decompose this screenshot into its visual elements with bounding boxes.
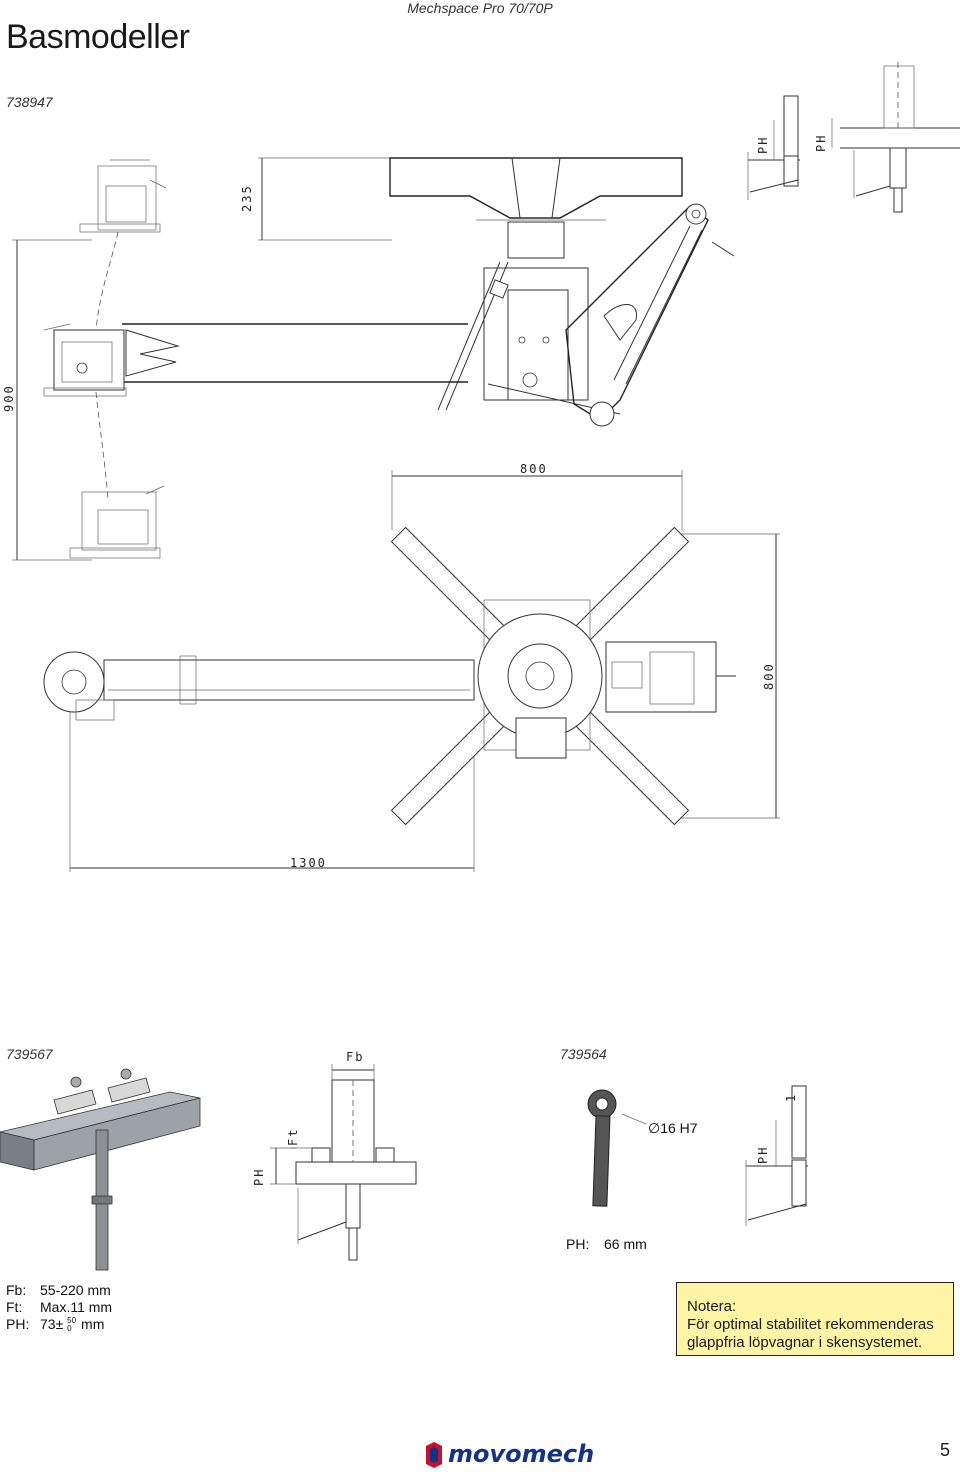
- dim-900-label: 900: [2, 384, 16, 412]
- beam-section: [270, 1064, 417, 1261]
- spec-ph-key: PH:: [6, 1316, 30, 1332]
- spec-ph-tol-upper: 50: [67, 1316, 77, 1326]
- spec-ph-unit: mm: [81, 1316, 105, 1332]
- spec-ph: PH: 73± 50 0 mm: [6, 1316, 104, 1333]
- gas-spring-arm: [565, 203, 735, 427]
- eyebolt-ph-key: PH:: [566, 1236, 590, 1252]
- eyebolt-ph-value: 66 mm: [604, 1236, 647, 1252]
- note-line-1: För optimal stabilitet rekommenderas: [687, 1316, 934, 1333]
- detail-ph-beam: [831, 62, 960, 213]
- spec-ft: Ft: Max.11 mm: [6, 1299, 112, 1315]
- document-subtitle: Mechspace Pro 70/70P: [407, 0, 553, 16]
- product-code-top: 738947: [6, 94, 53, 110]
- note-box: Notera: För optimal stabilitet rekommend…: [676, 1282, 954, 1356]
- dim-ph-label-d: PH: [756, 1145, 770, 1164]
- dim-ph-label-c: PH: [252, 1167, 266, 1186]
- spec-ph-tol-lower: 0: [67, 1324, 72, 1334]
- product-code-bottom-left: 739567: [6, 1046, 53, 1062]
- dim-ft-label: Ft: [286, 1127, 300, 1146]
- page-title: Basmodeller: [6, 18, 190, 56]
- dim-1300-label: 1300: [290, 856, 327, 870]
- dim-ph-one: 1: [784, 1092, 798, 1102]
- spec-fb-value: 55-220 mm: [40, 1282, 111, 1298]
- page-number: 5: [939, 1440, 950, 1460]
- dimension-235: [258, 157, 392, 241]
- spec-fb: Fb: 55-220 mm: [6, 1282, 111, 1298]
- rod: [437, 261, 509, 411]
- spec-ph-tolerance: 50 0: [67, 1317, 77, 1333]
- dim-800-top-label: 800: [520, 462, 548, 476]
- spec-ph-value: 73±: [40, 1316, 64, 1332]
- spec-ft-value: Max.11 mm: [40, 1299, 113, 1315]
- dim-fb-label: Fb: [346, 1050, 365, 1064]
- spec-ft-key: Ft:: [6, 1299, 23, 1315]
- product-code-bottom-right: 739564: [560, 1046, 607, 1062]
- eyebolt: [587, 1089, 647, 1207]
- company-logo: movomech: [424, 1440, 594, 1470]
- dim-ph-label-a: PH: [756, 135, 770, 154]
- dimension-900: [12, 239, 92, 561]
- upper-arm: [389, 157, 683, 259]
- central-column: [483, 267, 621, 415]
- dim-800-side-label: 800: [762, 662, 776, 690]
- dim-235-label: 235: [240, 184, 254, 212]
- rail-3d: [0, 1068, 201, 1271]
- plan-view: [43, 470, 780, 872]
- spec-fb-key: Fb:: [6, 1282, 27, 1298]
- logo-mark-icon: [426, 1442, 442, 1468]
- eyebolt-diameter: ∅16 H7: [648, 1120, 698, 1136]
- main-boom: [43, 323, 468, 397]
- detail-ph-trolley: [747, 95, 800, 200]
- trolley-upper: [79, 159, 167, 233]
- logo-wordmark: movomech: [448, 1440, 595, 1468]
- detail-ph-bottom: [745, 1085, 808, 1226]
- note-heading: Notera:: [687, 1298, 737, 1315]
- trolley-lower: [69, 485, 165, 559]
- note-line-2: glappfria löpvagnar i skensystemet.: [687, 1334, 923, 1351]
- dim-ph-label-b: PH: [814, 133, 828, 152]
